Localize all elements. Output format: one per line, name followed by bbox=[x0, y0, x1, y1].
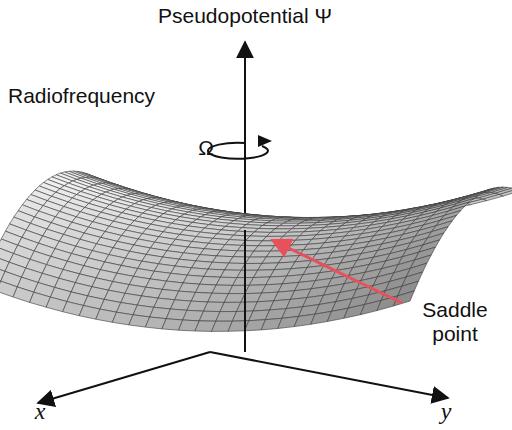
axes bbox=[245, 42, 246, 352]
y-axis bbox=[210, 352, 448, 398]
saddle-label: Saddle point bbox=[415, 298, 495, 346]
rotation-arrowhead bbox=[258, 135, 272, 147]
mesh-cell bbox=[294, 314, 315, 327]
x-axis bbox=[38, 352, 210, 403]
psi-axis-front bbox=[244, 230, 246, 352]
psi-axis bbox=[244, 42, 246, 352]
y-axis-label: y bbox=[441, 398, 452, 426]
rf-label: Radiofrequency bbox=[8, 84, 155, 108]
axes bbox=[38, 230, 448, 403]
axis-label: Pseudopotential Ψ bbox=[158, 4, 332, 28]
saddle-pointer bbox=[272, 240, 402, 303]
rotation-symbol bbox=[208, 135, 272, 159]
mesh-cell bbox=[311, 311, 332, 324]
omega-label: Ω bbox=[198, 136, 214, 160]
x-axis-label: x bbox=[35, 398, 46, 426]
mesh-cell bbox=[394, 291, 415, 306]
